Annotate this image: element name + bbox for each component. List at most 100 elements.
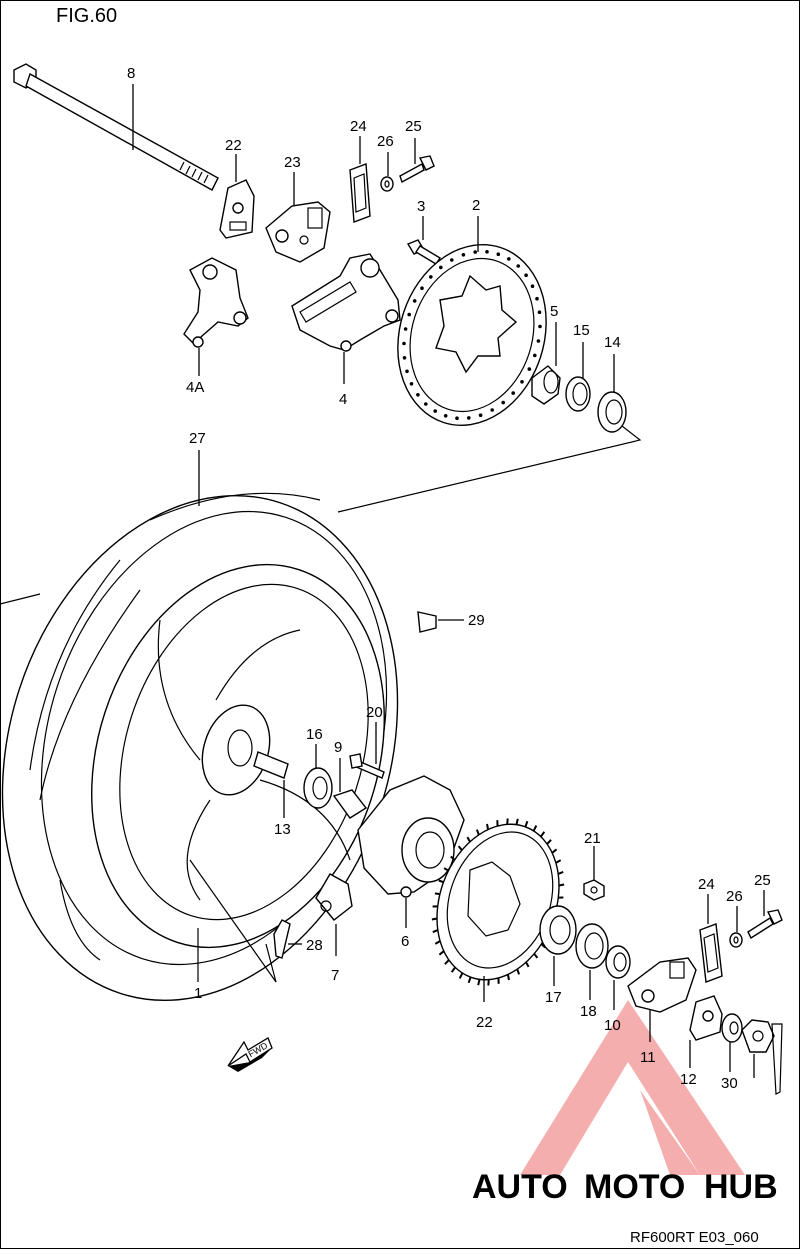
callout-15: 15: [573, 322, 590, 339]
chain-adjuster-top: [266, 202, 330, 262]
sprocket-tooth: [469, 977, 471, 983]
callout-2: 2: [472, 197, 480, 214]
callout-18: 18: [580, 1003, 597, 1020]
fwd-arrow: FWD: [228, 1038, 272, 1072]
callout-27: 27: [189, 430, 206, 447]
disc-hole: [533, 354, 537, 358]
adjuster-bolt-top: [400, 156, 434, 182]
sprocket-tooth: [460, 973, 463, 978]
sprocket-tooth: [439, 951, 443, 955]
callout-19: 22: [476, 1014, 493, 1031]
callout-22a: 22: [225, 137, 242, 154]
sprocket-tooth: [525, 821, 527, 827]
sprocket-tooth: [467, 837, 470, 842]
disc-hole: [433, 409, 437, 413]
disc-hole: [467, 416, 471, 420]
disc-hole: [501, 401, 505, 405]
brake-disc: [375, 225, 569, 444]
sprocket-tooth: [534, 826, 537, 831]
disc-hole: [531, 284, 535, 288]
balance-weight: [418, 612, 436, 632]
sprocket-tooth: [445, 960, 449, 964]
callout-24b: 24: [698, 876, 715, 893]
disc-hole: [413, 299, 417, 303]
diagram-code: RF600RT E03_060: [630, 1229, 759, 1246]
disc-hole: [535, 297, 539, 301]
sprocket-tooth: [478, 979, 479, 985]
sprocket-tooth: [526, 962, 529, 967]
watermark-auto: AUTO: [472, 1168, 568, 1206]
sprocket-tooth: [517, 819, 518, 825]
axle-nut: [742, 1020, 774, 1052]
disc-hole: [490, 408, 494, 412]
sprocket-tooth: [435, 893, 440, 894]
sprocket-tooth: [435, 941, 440, 944]
sprocket-tooth: [488, 980, 489, 986]
disc-hole: [537, 339, 541, 343]
disc-hole: [424, 402, 428, 406]
disc-hole: [405, 370, 409, 374]
callout-23a: 23: [284, 154, 301, 171]
disc-hole: [528, 367, 532, 371]
callout-22b: 12: [680, 1071, 697, 1088]
adjuster-cover-top: [350, 164, 370, 222]
sprocket-tooth: [477, 830, 479, 835]
callout-23b: 11: [640, 1049, 656, 1066]
disc-hole: [516, 264, 520, 268]
sprocket-tooth: [439, 881, 444, 883]
disc-hole: [455, 416, 459, 420]
callout-26b: 26: [726, 888, 743, 905]
callout-25a: 25: [405, 118, 422, 135]
figure-title: FIG.60: [56, 5, 117, 27]
disc-hole: [497, 252, 501, 256]
disc-hole: [524, 273, 528, 277]
callout-8: 8: [127, 65, 135, 82]
assembly-guide-line: [338, 426, 640, 512]
sprocket-tooth: [556, 860, 561, 863]
disc-hole: [429, 275, 433, 279]
callout-1: 1: [194, 985, 202, 1002]
sprocket-tooth: [517, 969, 519, 974]
sprocket-tooth: [559, 885, 564, 886]
callout-3: 3: [417, 198, 425, 215]
adjuster-bolt-bottom: [748, 910, 782, 938]
callout-20: 20: [366, 704, 383, 721]
washer-top: [381, 177, 393, 191]
disc-hole: [450, 258, 454, 262]
disc-hole: [485, 250, 489, 254]
sprocket-tooth: [558, 872, 563, 874]
callout-24a: 24: [350, 118, 367, 135]
adjuster-cover-bottom: [700, 924, 722, 982]
torque-link-bracket: [184, 258, 248, 347]
callout-13: 13: [274, 821, 291, 838]
chain-adjuster-plate-bottom: [690, 996, 722, 1040]
sprocket-tooth: [547, 840, 551, 844]
oil-seal-15: [566, 377, 590, 411]
callout-25b: 25: [754, 872, 771, 889]
callout-21: 21: [584, 830, 601, 847]
caliper-bracket: [292, 254, 400, 351]
disc-hole: [444, 414, 448, 418]
oil-seal-18: [576, 924, 608, 968]
callout-28: 28: [306, 937, 323, 954]
callout-17: 17: [545, 989, 562, 1006]
callout-9: 9: [334, 739, 342, 756]
sprocket-tooth: [487, 824, 488, 830]
spacer-10: [606, 946, 630, 978]
callout-16: 16: [306, 726, 323, 743]
disc-hole: [507, 257, 511, 261]
disc-hole: [538, 325, 542, 329]
watermark-text: AUTO MOTO HUB: [472, 1168, 778, 1206]
callout-6: 6: [401, 933, 409, 950]
sprocket-tooth: [433, 930, 438, 932]
callout-10: 10: [604, 1017, 621, 1034]
wheel-bearing-16: [304, 768, 332, 808]
callout-5: 5: [550, 303, 558, 320]
chain-adjuster-bottom: [628, 958, 696, 1012]
sprocket-tooth: [432, 919, 437, 920]
disc-hole: [473, 250, 477, 254]
bearing-17: [540, 906, 576, 954]
callout-7: 7: [331, 967, 339, 984]
disc-hole: [520, 380, 524, 384]
